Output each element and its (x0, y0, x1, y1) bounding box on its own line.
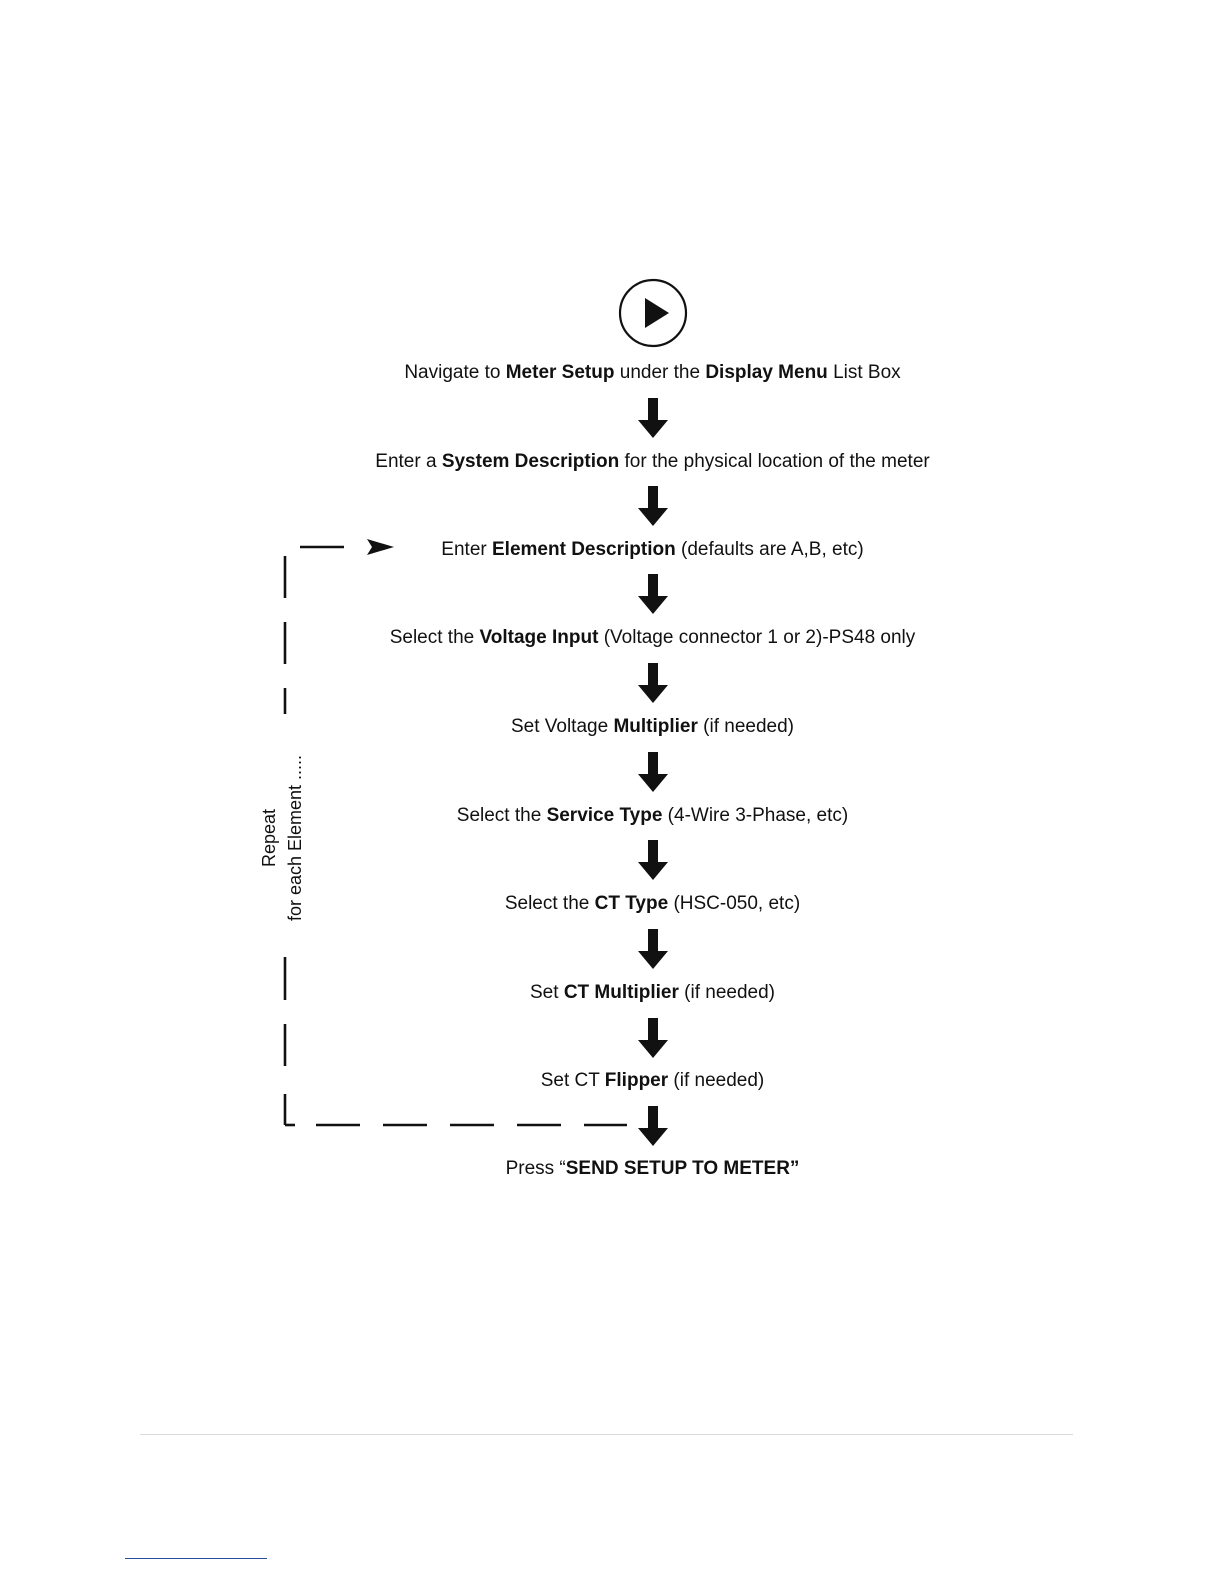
step-text: Press “ (505, 1158, 566, 1179)
down-arrow-icon (638, 840, 668, 880)
step-element-description: Enter Element Description (defaults are … (0, 538, 1224, 562)
step-ct-flipper: Set CT Flipper (if needed) (0, 1069, 1224, 1093)
step-text: Set CT (540, 1070, 605, 1091)
step-text: (HSC-050, etc) (668, 893, 801, 914)
step-text: (4-Wire 3-Phase, etc) (662, 805, 849, 826)
step-voltage-input: Select the Voltage Input (Voltage connec… (0, 626, 1224, 650)
step-text: (if needed) (697, 716, 795, 737)
footer-divider (140, 1434, 1073, 1435)
step-bold-text: Display Menu (705, 362, 828, 383)
step-text: List Box (827, 362, 901, 383)
step-text: for the physical location of the meter (619, 451, 930, 472)
step-system-description: Enter a System Description for the physi… (0, 450, 1224, 474)
down-arrow-icon (638, 398, 668, 438)
repeat-loop-connector (283, 539, 627, 1127)
step-bold-text: Multiplier (613, 716, 698, 737)
down-arrow-icon (638, 1018, 668, 1058)
step-text: Select the (389, 627, 480, 648)
step-bold-text: Voltage Input (479, 627, 599, 648)
repeat-loop-label: Repeat for each Element ..... (256, 708, 310, 968)
step-navigate-meter-setup: Navigate to Meter Setup under the Displa… (0, 361, 1224, 385)
repeat-label-line2: for each Element ..... (285, 754, 305, 922)
step-text: Select the (456, 805, 547, 826)
step-text: Set Voltage (510, 716, 614, 737)
step-bold-text: CT Multiplier (563, 982, 679, 1003)
down-arrow-icon (638, 486, 668, 526)
step-bold-text: Service Type (546, 805, 663, 826)
step-text: (Voltage connector 1 or 2)-PS48 only (598, 627, 916, 648)
down-arrow-icon (638, 929, 668, 969)
step-bold-text: Element Description (492, 539, 676, 560)
down-arrow-icon (638, 752, 668, 792)
step-bold-text: CT Type (594, 893, 669, 914)
step-send-setup: Press “SEND SETUP TO METER” (0, 1157, 1224, 1181)
step-text: under the (614, 362, 706, 383)
step-text: (if needed) (668, 1070, 765, 1091)
step-ct-multiplier: Set CT Multiplier (if needed) (0, 981, 1224, 1005)
step-text: Select the (504, 893, 595, 914)
down-arrow-icon (638, 1106, 668, 1146)
step-ct-type: Select the CT Type (HSC-050, etc) (0, 892, 1224, 916)
step-voltage-multiplier: Set Voltage Multiplier (if needed) (0, 715, 1224, 739)
step-service-type: Select the Service Type (4-Wire 3-Phase,… (0, 804, 1224, 828)
step-text: Enter a (375, 451, 442, 472)
down-arrow-icon (638, 663, 668, 703)
footnote-separator (125, 1558, 267, 1559)
step-text: Navigate to (404, 362, 506, 383)
down-arrow-icon (638, 574, 668, 614)
step-bold-text: Flipper (604, 1070, 669, 1091)
step-text: (defaults are A,B, etc) (675, 539, 864, 560)
step-text: (if needed) (678, 982, 775, 1003)
step-bold-text: System Description (441, 451, 620, 472)
play-circle-icon (618, 278, 688, 348)
step-bold-text: Meter Setup (505, 362, 615, 383)
step-bold-text: SEND SETUP TO METER” (565, 1158, 800, 1179)
step-text: Enter (441, 539, 492, 560)
repeat-label-line1: Repeat (259, 808, 279, 868)
step-text: Set (530, 982, 564, 1003)
